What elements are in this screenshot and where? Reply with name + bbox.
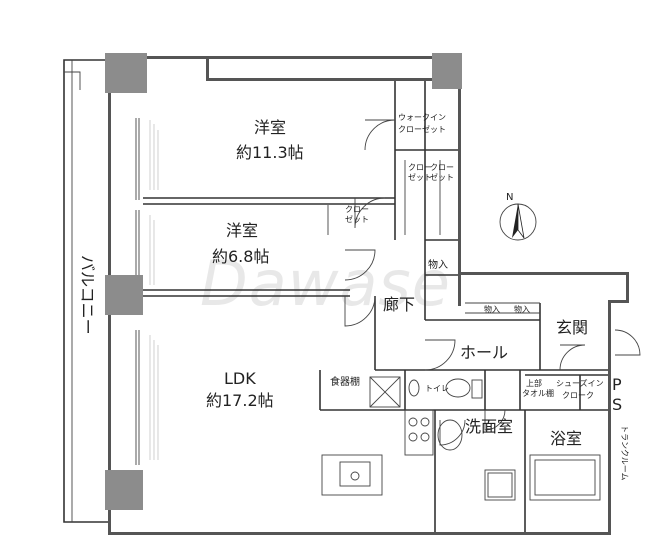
compass-needle: [512, 204, 518, 238]
doors: [344, 119, 641, 446]
watermark: Dawase: [200, 247, 451, 320]
bath-fixtures: [408, 378, 601, 501]
storage-1: 物入: [428, 258, 448, 271]
window-shading: [149, 120, 159, 460]
shoes-in-closet-line1: シューズイン: [556, 378, 604, 388]
storage-2: 物入: [484, 304, 500, 314]
upper-storage-line1: 上部: [526, 378, 542, 388]
closet-c-line2: ゼット: [345, 214, 369, 224]
windows: [135, 118, 140, 465]
walk-in-closet-line1: ウォークイン: [398, 113, 446, 122]
entrance-label: 玄関: [556, 318, 588, 337]
western-room-1-name: 洋室: [254, 118, 286, 137]
closet-shelves: [327, 160, 540, 314]
washroom-label: 洗面室: [465, 417, 513, 436]
corridor-label: 廊下: [383, 295, 415, 314]
balcony-label: バルコニー: [78, 255, 97, 335]
western-room-2-size: 約6.8帖: [212, 247, 269, 266]
closet-b-line2: ゼット: [430, 172, 454, 182]
storage-3: 物入: [514, 304, 530, 314]
balcony-outline: [63, 59, 108, 523]
ps-line1: P: [612, 375, 622, 394]
upper-storage-line2: タオル棚: [522, 388, 554, 398]
closet-b-line1: クロー: [430, 163, 454, 172]
compass-label: N: [506, 192, 513, 203]
compass: N: [499, 192, 537, 241]
hall-label: ホール: [460, 343, 508, 362]
trunk-room-label: トランクルーム: [620, 425, 629, 481]
closet-c-line1: クロー: [345, 205, 369, 214]
ldk-name: LDK: [224, 369, 256, 388]
kitchen-fixtures: [321, 376, 434, 496]
walk-in-closet-line2: クローゼット: [398, 124, 446, 134]
closet-a-line2: ゼット: [408, 172, 432, 182]
closet-a-line1: クロー: [408, 163, 432, 172]
interior-walls: [143, 81, 608, 532]
ps-line2: S: [612, 395, 622, 414]
bathroom-label: 浴室: [550, 429, 582, 448]
shoes-in-closet-line2: クローク: [562, 391, 594, 400]
western-room-1-size: 約11.3帖: [236, 143, 304, 162]
pillars: [105, 53, 462, 510]
western-room-2-name: 洋室: [226, 221, 258, 240]
toilet-label: トイレ: [425, 384, 449, 393]
ldk-size: 約17.2帖: [206, 391, 274, 410]
cupboard-label: 食器棚: [330, 375, 360, 388]
